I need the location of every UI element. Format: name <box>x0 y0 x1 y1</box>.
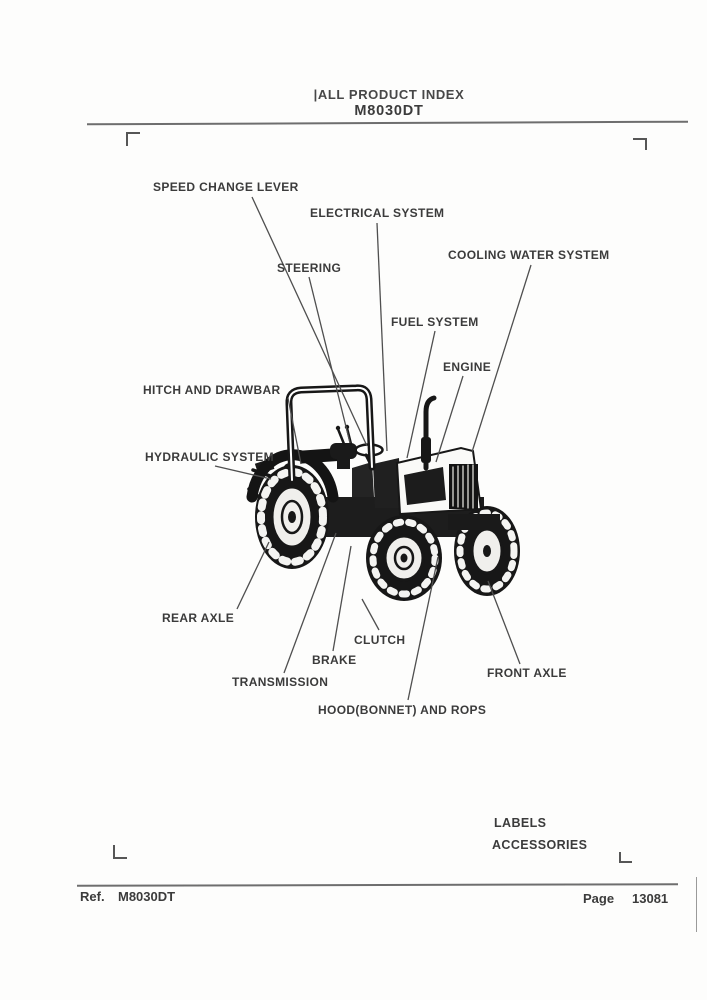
leader-line-steering <box>308 276 351 444</box>
part-label-hitch-and-drawbar: HITCH AND DRAWBAR <box>143 383 281 397</box>
part-label-electrical-system: ELECTRICAL SYSTEM <box>310 206 445 220</box>
leader-line-speed-change-lever <box>251 196 368 447</box>
part-label-speed-change-lever: SPEED CHANGE LEVER <box>153 180 299 194</box>
part-label-engine: ENGINE <box>443 360 492 374</box>
leader-line-brake <box>332 545 352 652</box>
leader-line-cooling-water-system <box>471 264 532 453</box>
part-label-transmission: TRANSMISSION <box>232 675 329 689</box>
leader-line-hood-bonnet-and-rops <box>407 556 439 701</box>
scan-edge-line <box>696 877 697 932</box>
part-label-steering: STEERING <box>277 261 342 275</box>
leader-line-electrical-system <box>376 222 388 452</box>
part-label-hood-bonnet-and-rops: HOOD(BONNET) AND ROPS <box>318 703 487 717</box>
dash-cowl <box>373 458 401 508</box>
ref-label: Ref. <box>80 889 105 904</box>
hood <box>395 446 483 516</box>
leader-line-engine <box>435 375 464 463</box>
index-item-accessories: ACCESSORIES <box>492 838 588 852</box>
seat <box>330 443 357 469</box>
rops-bar <box>285 384 376 484</box>
page-title: |ALL PRODUCT INDEX <box>313 87 465 102</box>
page-label: Page <box>583 891 615 906</box>
index-item-labels: LABELS <box>494 816 547 830</box>
front-left-wheel <box>366 515 442 601</box>
leader-line-transmission <box>283 532 337 674</box>
part-label-fuel-system: FUEL SYSTEM <box>391 315 479 329</box>
leader-line-hitch-and-drawbar <box>287 397 302 465</box>
model-number: M8030DT <box>354 103 424 119</box>
leader-line-hydraulic-system <box>214 465 272 480</box>
part-label-clutch: CLUTCH <box>354 633 406 647</box>
rear-wheel <box>255 465 329 569</box>
part-label-brake: BRAKE <box>312 653 357 667</box>
grille <box>449 464 478 509</box>
tractor-illustration <box>246 384 520 601</box>
leader-line-clutch <box>361 598 380 631</box>
operator-platform <box>352 462 374 497</box>
leader-line-fuel-system <box>406 330 436 459</box>
leader-line-rear-axle <box>236 541 270 610</box>
front-axle-housing <box>448 514 500 530</box>
exhaust-pipe <box>421 395 437 471</box>
leader-line-front-axle <box>487 580 521 665</box>
leader-lines <box>214 196 532 701</box>
ref-value: M8030DT <box>118 889 176 904</box>
speed-change-levers <box>335 424 353 446</box>
part-label-rear-axle: REAR AXLE <box>162 611 235 625</box>
part-label-front-axle: FRONT AXLE <box>487 666 567 680</box>
page-number: 13081 <box>632 891 669 906</box>
part-label-cooling-water-system: COOLING WATER SYSTEM <box>448 248 610 262</box>
part-label-hydraulic-system: HYDRAULIC SYSTEM <box>145 450 274 464</box>
